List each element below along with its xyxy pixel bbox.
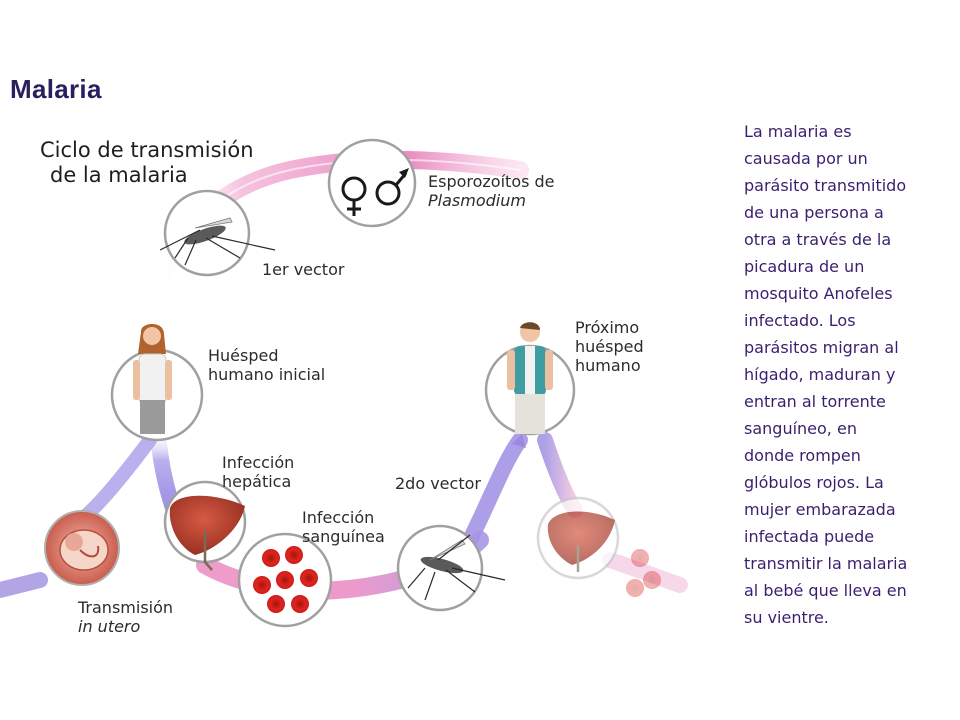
first-vector-circle xyxy=(159,189,276,277)
description-line: parásitos migran al xyxy=(744,338,899,357)
description-line: otra a través de la xyxy=(744,230,892,249)
description-line: su vientre. xyxy=(744,608,829,627)
arrow-to-utero xyxy=(73,433,157,527)
description-line: hígado, maduran y xyxy=(744,365,896,384)
description-line: sanguíneo, en xyxy=(744,419,857,438)
description-line: causada por un xyxy=(744,149,868,168)
diagram-title: Ciclo de transmisión de la malaria xyxy=(40,138,254,188)
description-line: transmitir la malaria xyxy=(744,554,908,573)
label-liver-infection: Infección hepática xyxy=(222,453,295,491)
arrowhead-vector xyxy=(250,202,262,214)
label-first-vector: 1er vector xyxy=(262,260,345,279)
blood-cells-circle xyxy=(237,532,333,628)
sporozoites-circle xyxy=(327,138,417,228)
description-line: entran al torrente xyxy=(744,392,886,411)
description-line: de una persona a xyxy=(744,203,884,222)
description-line: infectado. Los xyxy=(744,311,856,330)
description-line: glóbulos rojos. La xyxy=(744,473,884,492)
label-second-vector: 2do vector xyxy=(395,474,481,493)
description-line: parásito transmitido xyxy=(744,176,907,195)
initial-host-circle xyxy=(110,324,204,442)
second-vector-circle xyxy=(396,524,506,612)
label-in-utero: Transmisión in utero xyxy=(78,598,174,636)
label-next-host: Próximo huésped humano xyxy=(575,318,644,375)
next-host-circle xyxy=(484,322,576,436)
description-text: La malaria es causada por un parásito tr… xyxy=(744,118,944,631)
label-blood-infection: Infección sanguínea xyxy=(302,508,385,546)
description-line: infectada puede xyxy=(744,527,875,546)
label-sporozoites: Esporozoítos de Plasmodium xyxy=(428,172,555,210)
description-line: La malaria es xyxy=(744,122,852,141)
description-line: donde rompen xyxy=(744,446,861,465)
in-utero-circle xyxy=(44,510,120,586)
arrow-up-next-host xyxy=(462,432,528,548)
description-line: picadura de un xyxy=(744,257,865,276)
faded-blood-cells xyxy=(626,549,661,597)
arrowhead-next xyxy=(512,434,526,448)
diagram-title-line-1: Ciclo de transmisión xyxy=(40,138,254,162)
description-line: mujer embarazada xyxy=(744,500,896,519)
description-line: al bebé que lleva en xyxy=(744,581,907,600)
liver-circle xyxy=(163,480,247,571)
transmission-cycle-diagram: Ciclo de transmisión de la malaria Espor… xyxy=(0,110,688,650)
arrow-left-exit xyxy=(0,572,48,598)
cycle-artwork xyxy=(0,138,688,628)
page-title: Malaria xyxy=(10,74,102,104)
arrow-upper-arc-inner xyxy=(149,158,521,341)
label-initial-host: Huésped humano inicial xyxy=(208,346,326,384)
diagram-title-line-2: de la malaria xyxy=(50,163,188,187)
next-liver-circle xyxy=(536,496,620,580)
description-line: mosquito Anofeles xyxy=(744,284,893,303)
